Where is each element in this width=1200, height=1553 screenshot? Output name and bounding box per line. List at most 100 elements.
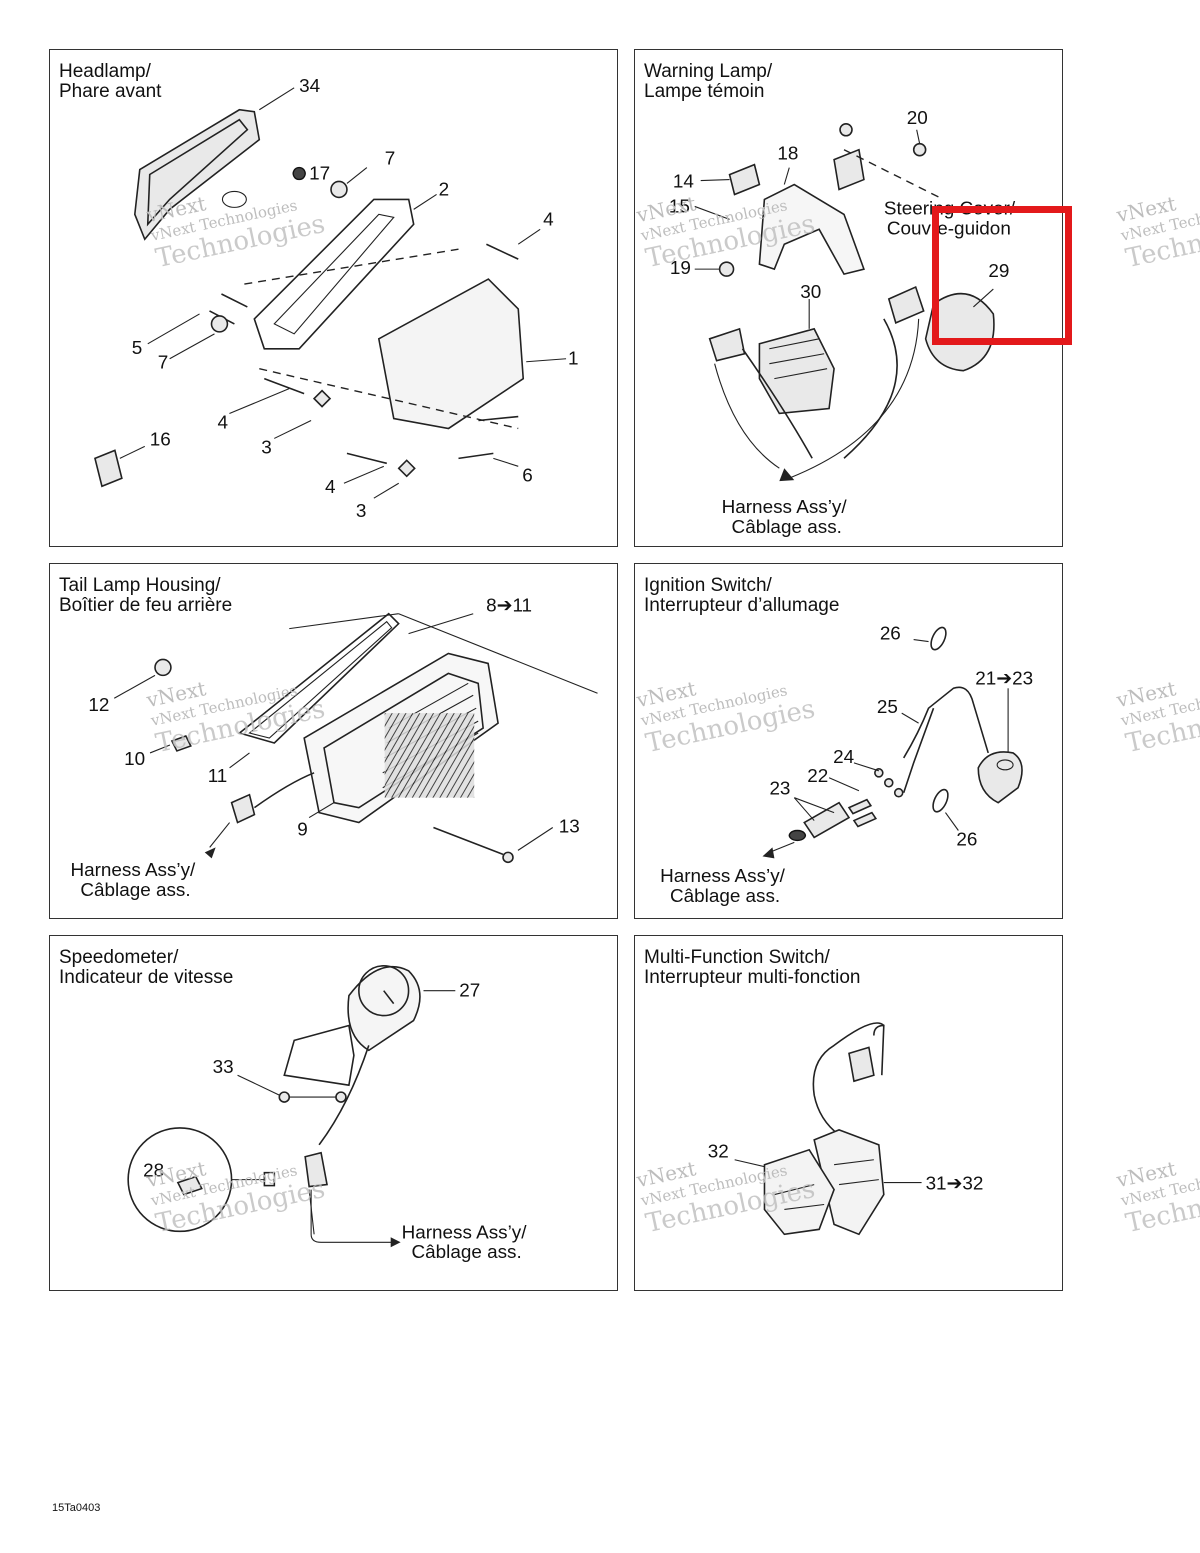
- label-4b: 4: [217, 412, 228, 433]
- label-25: 25: [877, 697, 898, 718]
- tail-lamp-housing: [303, 652, 499, 824]
- label-30: 30: [800, 282, 821, 303]
- label-21-23: 21➔23: [975, 668, 1033, 689]
- label-19: 19: [670, 258, 691, 279]
- headlamp-panel: Headlamp/ Phare avant: [49, 49, 618, 547]
- warning-lamp-units: [708, 285, 995, 415]
- label-7a: 7: [385, 149, 396, 170]
- multifunction-switch-part: [763, 1022, 885, 1236]
- ignition-panel: Ignition Switch/ Interrupteur d’allumage: [634, 563, 1063, 919]
- ignition-part-numbers: 26 25 21➔23 24 22 23 26 Harness Ass’y/ C…: [660, 624, 1033, 908]
- ignition-title-en: Ignition Switch/: [644, 575, 772, 596]
- warning-lamp-harness: [714, 318, 920, 482]
- multifunction-title: Multi-Function Switch/ Interrupteur mult…: [644, 948, 861, 988]
- speedometer-part-numbers: 27 33 28 Harness Ass’y/ Câblage ass.: [143, 981, 527, 1264]
- label-22: 22: [807, 766, 828, 787]
- label-13: 13: [559, 816, 580, 837]
- label-31-32: 31➔32: [926, 1174, 984, 1195]
- label-3a: 3: [261, 437, 272, 458]
- label-32: 32: [708, 1142, 729, 1163]
- warning-lamp-bracket: [718, 123, 927, 277]
- multifunction-drawing: 32 31➔32: [708, 1022, 984, 1236]
- tail-lamp-panel: Tail Lamp Housing/ Boîtier de feu arrièr…: [49, 563, 618, 919]
- label-15: 15: [669, 196, 690, 217]
- label-14: 14: [673, 172, 694, 193]
- warning-lamp-drawing: 20 18 14 15 19 30 29 Steering Cover/ Cou…: [669, 108, 1016, 538]
- label-26b: 26: [956, 829, 977, 850]
- label-9: 9: [297, 819, 308, 840]
- tail-lamp-title-en: Tail Lamp Housing/: [59, 575, 221, 596]
- ignition-leaders: [762, 639, 1009, 859]
- steering-cover-label-fr: Couvre-guidon: [887, 218, 1011, 239]
- label-12: 12: [88, 695, 109, 716]
- label-1: 1: [568, 349, 579, 370]
- label-4a: 4: [543, 209, 554, 230]
- warning-harness-label-en: Harness Ass’y/: [722, 497, 848, 518]
- figure-code: 15Ta0403: [52, 1502, 101, 1514]
- label-27: 27: [459, 981, 480, 1002]
- speedometer-bulb-detail: [127, 1127, 276, 1233]
- ignition-connector: [788, 768, 904, 842]
- label-20: 20: [907, 108, 928, 129]
- warning-lamp-title-en: Warning Lamp/: [644, 61, 773, 82]
- headlamp-part-numbers: 34 17 7 2 4 5 7 1 4 3 16 6 4 3: [132, 76, 579, 522]
- speedometer-harness-label-fr: Câblage ass.: [412, 1242, 522, 1263]
- ignition-harness-label-en: Harness Ass’y/: [660, 866, 786, 887]
- speedometer-nuts: [278, 1091, 347, 1103]
- warning-lamp-title-fr: Lampe témoin: [644, 81, 765, 102]
- label-2: 2: [439, 179, 450, 200]
- tail-lamp-title: Tail Lamp Housing/ Boîtier de feu arrièr…: [59, 576, 232, 616]
- warning-lamp-title: Warning Lamp/ Lampe témoin: [644, 62, 772, 102]
- label-11: 11: [208, 766, 228, 787]
- label-24: 24: [833, 747, 854, 768]
- label-26a: 26: [880, 624, 901, 645]
- ignition-switch-part: [902, 686, 1023, 804]
- label-28: 28: [143, 1161, 164, 1182]
- tail-lamp-title-fr: Boîtier de feu arrière: [59, 595, 233, 616]
- ignition-harness-label-fr: Câblage ass.: [670, 886, 780, 907]
- label-16: 16: [150, 429, 171, 450]
- label-3b: 3: [356, 501, 367, 522]
- ignition-title-fr: Interrupteur d’allumage: [644, 595, 840, 616]
- warning-lamp-leaders: [694, 129, 994, 329]
- label-23: 23: [769, 779, 790, 800]
- headlamp-leaders: [119, 87, 567, 499]
- label-8-11: 8➔11: [486, 596, 532, 617]
- label-6: 6: [522, 465, 533, 486]
- tail-lamp-drawing: 8➔11 12 10 11 9 13 Harness Ass’y/ Câblag…: [70, 596, 598, 901]
- label-34: 34: [299, 76, 320, 97]
- tail-harness-label-fr: Câblage ass.: [80, 880, 190, 901]
- headlamp-frame-part: [253, 198, 415, 350]
- highlight-box: [932, 206, 1072, 345]
- speedometer-panel: Speedometer/ Indicateur de vitesse: [49, 935, 618, 1291]
- multifunction-part-numbers: 32 31➔32: [708, 1142, 984, 1195]
- tail-lamp-gasket: [237, 612, 400, 744]
- tail-lamp-part-numbers: 8➔11 12 10 11 9 13 Harness Ass’y/ Câblag…: [70, 596, 579, 901]
- warning-harness-label-fr: Câblage ass.: [732, 517, 842, 538]
- label-5: 5: [132, 338, 143, 359]
- ignition-clips: [930, 626, 949, 813]
- speedometer-title-fr: Indicateur de vitesse: [59, 967, 234, 988]
- warning-lamp-panel: Warning Lamp/ Lampe témoin: [634, 49, 1063, 547]
- label-10: 10: [124, 749, 145, 770]
- multifunction-title-fr: Interrupteur multi-fonction: [644, 967, 861, 988]
- speedometer-gauge-part: [283, 965, 421, 1188]
- speedometer-title: Speedometer/ Indicateur de vitesse: [59, 948, 233, 988]
- label-33: 33: [213, 1057, 234, 1078]
- tail-lamp-hardware: [154, 658, 514, 864]
- headlamp-drawing: 34 17 7 2 4 5 7 1 4 3 16 6 4 3: [94, 76, 579, 522]
- label-7b: 7: [158, 353, 169, 374]
- label-18: 18: [777, 144, 798, 165]
- speedometer-drawing: 27 33 28 Harness Ass’y/ Câblage ass.: [127, 965, 527, 1264]
- speedometer-leaders: [237, 990, 456, 1248]
- tail-lamp-leaders: [113, 613, 598, 859]
- headlamp-hardware: [94, 166, 519, 488]
- multifunction-title-en: Multi-Function Switch/: [644, 947, 830, 968]
- headlamp-housing-part: [377, 278, 525, 430]
- ignition-title: Ignition Switch/ Interrupteur d’allumage: [644, 576, 839, 616]
- headlamp-title-en: Headlamp/: [59, 61, 151, 82]
- label-29: 29: [988, 261, 1009, 282]
